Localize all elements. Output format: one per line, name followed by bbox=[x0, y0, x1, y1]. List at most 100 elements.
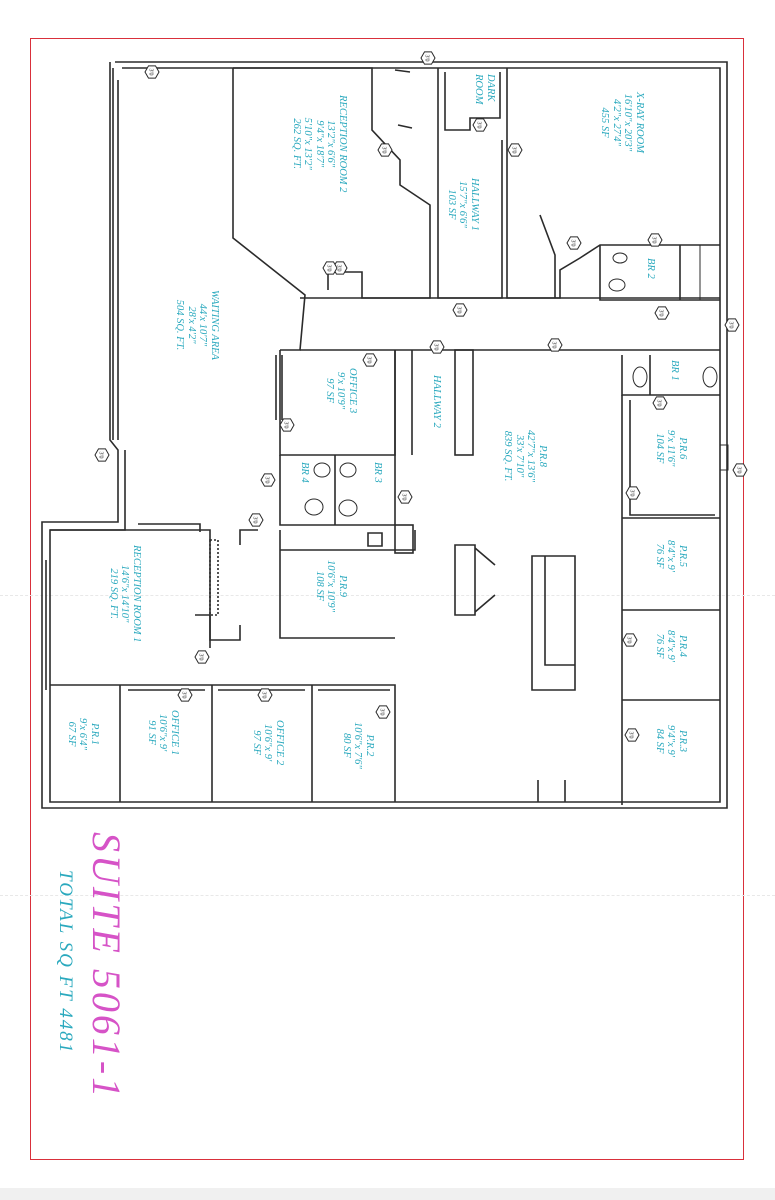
sink bbox=[699, 244, 721, 301]
darkroom-walls bbox=[444, 72, 501, 131]
label-br-3: BR 3 bbox=[372, 462, 383, 483]
door-tag-hexagon bbox=[429, 340, 445, 354]
door-tag-label: 3'0 bbox=[148, 68, 154, 75]
door-tag-label: 3'0 bbox=[336, 264, 342, 271]
door-tag: 3'0 bbox=[429, 340, 445, 354]
door-tag-hexagon bbox=[377, 143, 393, 157]
label-reception-room-2: RECEPTION ROOM 2 13'2"x 6'6" 9'4"x 18'7"… bbox=[291, 95, 348, 192]
room-dim: 9'x 10'9" bbox=[335, 372, 347, 410]
room-name-2: ROOM bbox=[473, 74, 485, 105]
lower-rooms bbox=[50, 684, 396, 802]
door-tag-hexagon bbox=[194, 650, 210, 664]
label-pr-4: P.R.4 8'4"x 9' 76 SF bbox=[654, 630, 688, 662]
toilet bbox=[304, 498, 324, 516]
door-tag-label: 3'0 bbox=[628, 731, 634, 738]
room-name: BR 3 bbox=[372, 462, 383, 483]
room-name: HALLWAY 2 bbox=[431, 375, 442, 428]
label-office-1: OFFICE 1 10'6"x 9' 91 SF bbox=[146, 710, 180, 755]
room-dim: 9'4"x 9' bbox=[665, 725, 677, 757]
door-tag-label: 3'0 bbox=[433, 343, 439, 350]
room-area: 97 SF bbox=[324, 378, 335, 403]
door-tag: 3'0 bbox=[624, 728, 640, 742]
outer-wall bbox=[41, 61, 728, 809]
toilet bbox=[608, 278, 626, 292]
room-name: BR 4 bbox=[299, 462, 310, 483]
room-name: P.R.5 bbox=[677, 544, 688, 567]
vent bbox=[720, 444, 729, 471]
door-tag-hexagon bbox=[472, 118, 488, 132]
shelf bbox=[209, 539, 219, 616]
room-dim: 33'x 7'10" bbox=[514, 434, 525, 478]
door-tag: 3'0 bbox=[279, 418, 295, 432]
room-dim: 8'4"x 9' bbox=[665, 630, 677, 662]
door-tag: 3'0 bbox=[420, 51, 436, 65]
door-tag-label: 3'0 bbox=[456, 306, 462, 313]
door-tag: 3'0 bbox=[452, 303, 468, 317]
door-tag-hexagon bbox=[647, 233, 663, 247]
room-name: X-RAY ROOM bbox=[634, 92, 645, 153]
sink bbox=[367, 532, 383, 547]
label-pr-6: P.R.6 9'x 11'6" 104 SF bbox=[654, 430, 688, 467]
door-tag-label: 3'0 bbox=[629, 489, 635, 496]
door-tag-hexagon bbox=[420, 51, 436, 65]
toilet bbox=[632, 366, 648, 388]
door-tag-hexagon bbox=[362, 353, 378, 367]
door-tag: 3'0 bbox=[322, 261, 338, 275]
xray-inner bbox=[539, 214, 556, 298]
label-br-4: BR 4 bbox=[299, 462, 310, 483]
door-tag-label: 3'0 bbox=[181, 691, 187, 698]
door-tag: 3'0 bbox=[732, 463, 748, 477]
outer-wall-inner bbox=[49, 67, 721, 803]
exam-table-legs bbox=[474, 547, 496, 613]
room-area: 104 SF bbox=[654, 433, 665, 464]
paper-fold-line bbox=[0, 595, 775, 596]
door-tag-label: 3'0 bbox=[476, 121, 482, 128]
door-tag-label: 3'0 bbox=[728, 321, 734, 328]
label-waiting-area: WAITING AREA 44'x 10'7" 28'x 4'2" 504 SQ… bbox=[174, 290, 221, 360]
door-tag: 3'0 bbox=[177, 688, 193, 702]
door-tag-hexagon bbox=[547, 338, 563, 352]
room-area: 103 SF bbox=[446, 189, 457, 220]
door-tag-label: 3'0 bbox=[198, 653, 204, 660]
reception2-walls bbox=[232, 68, 306, 351]
toilet bbox=[313, 462, 331, 478]
room-name: P.R.3 bbox=[677, 729, 688, 752]
door-notch bbox=[537, 780, 566, 802]
door-tag-label: 3'0 bbox=[511, 146, 517, 153]
door-tag: 3'0 bbox=[194, 650, 210, 664]
label-hallway-2: HALLWAY 2 bbox=[431, 375, 442, 428]
door-tag-hexagon bbox=[625, 486, 641, 500]
room-area: 76 SF bbox=[654, 543, 665, 569]
counter bbox=[195, 614, 241, 641]
door-tag-hexagon bbox=[257, 688, 273, 702]
door-tag: 3'0 bbox=[257, 688, 273, 702]
door-tag-hexagon bbox=[375, 705, 391, 719]
label-office-2: OFFICE 2 10'6"x 9' 97 SF bbox=[251, 720, 285, 765]
hallway2-walls bbox=[394, 350, 413, 455]
room-dim: 10'6"x 9' bbox=[157, 714, 169, 752]
door-tag-hexagon bbox=[624, 728, 640, 742]
room-dim: 14'6"x 14'10" bbox=[119, 565, 131, 623]
room-area: 91 SF bbox=[146, 720, 157, 745]
door-tag: 3'0 bbox=[94, 448, 110, 462]
total-square-feet: TOTAL SQ FT 4481 bbox=[55, 870, 76, 1055]
door-tag-label: 3'0 bbox=[551, 341, 557, 348]
room-dim: 9'x 11'6" bbox=[665, 430, 677, 467]
room-dim: 44'x 10'7" bbox=[197, 303, 209, 347]
room-area: 455 SF bbox=[599, 107, 611, 138]
door-tag: 3'0 bbox=[547, 338, 563, 352]
door-tag-hexagon bbox=[732, 463, 748, 477]
pr6-inner bbox=[629, 400, 715, 516]
window-wall bbox=[112, 68, 119, 440]
room-area: 97 SF bbox=[251, 730, 262, 755]
door-tag-label: 3'0 bbox=[98, 451, 104, 458]
paper-fold-line bbox=[0, 895, 775, 896]
door-tag-label: 3'0 bbox=[379, 708, 385, 715]
door-tag-hexagon bbox=[566, 236, 582, 250]
room-dim: 9'4"x 18'7" bbox=[314, 120, 325, 168]
room-dim: 9'x 6'4" bbox=[77, 718, 89, 750]
label-dark-room: DARK ROOM bbox=[473, 74, 497, 105]
room-name: WAITING AREA bbox=[209, 290, 220, 360]
door-tag: 3'0 bbox=[397, 490, 413, 504]
